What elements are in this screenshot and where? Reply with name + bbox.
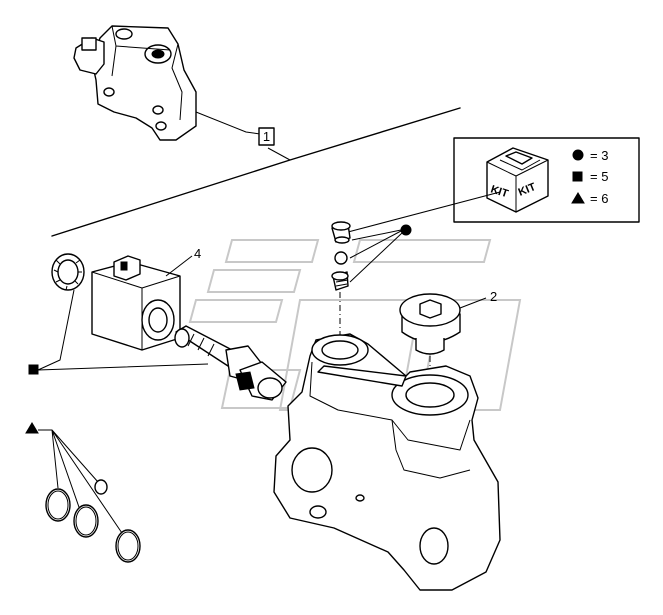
square-qty: = 5 [590, 169, 608, 184]
cartridge-valve [174, 325, 287, 401]
triangle-qty: = 6 [590, 191, 608, 206]
triangle-leaders [38, 429, 125, 537]
cap-plug [399, 293, 461, 355]
triangle-symbol [571, 192, 585, 204]
kit-leader-line [347, 191, 501, 233]
circle-leaders [349, 229, 403, 283]
triangle-marker [25, 422, 39, 434]
o-ring-set [45, 479, 141, 563]
square-symbol [572, 171, 583, 182]
square-marker [28, 364, 39, 375]
kit-box-icon: KIT KIT [486, 147, 549, 213]
leader-line-2 [459, 297, 487, 309]
main-valve-body [273, 333, 501, 591]
kit-legend: KIT KIT = 3 = 5 = 6 [453, 137, 640, 223]
callout-4-label: 4 [194, 246, 201, 261]
leader-line-1 [195, 111, 261, 135]
leader-line-1-down [267, 147, 291, 161]
circle-symbol [572, 149, 584, 161]
circle-qty: = 3 [590, 148, 608, 163]
callout-2-label: 2 [490, 289, 497, 304]
valve-block-assembly [73, 25, 197, 141]
callout-1: 1 [258, 127, 275, 146]
circle-marker [400, 224, 412, 236]
leader-line-4 [165, 255, 193, 277]
kit-small-parts [331, 221, 351, 291]
callout-1-label: 1 [263, 129, 270, 144]
separator-line [51, 107, 461, 237]
ring-nut [51, 253, 85, 291]
solenoid-coil [91, 255, 181, 351]
square-leaders [37, 289, 209, 371]
